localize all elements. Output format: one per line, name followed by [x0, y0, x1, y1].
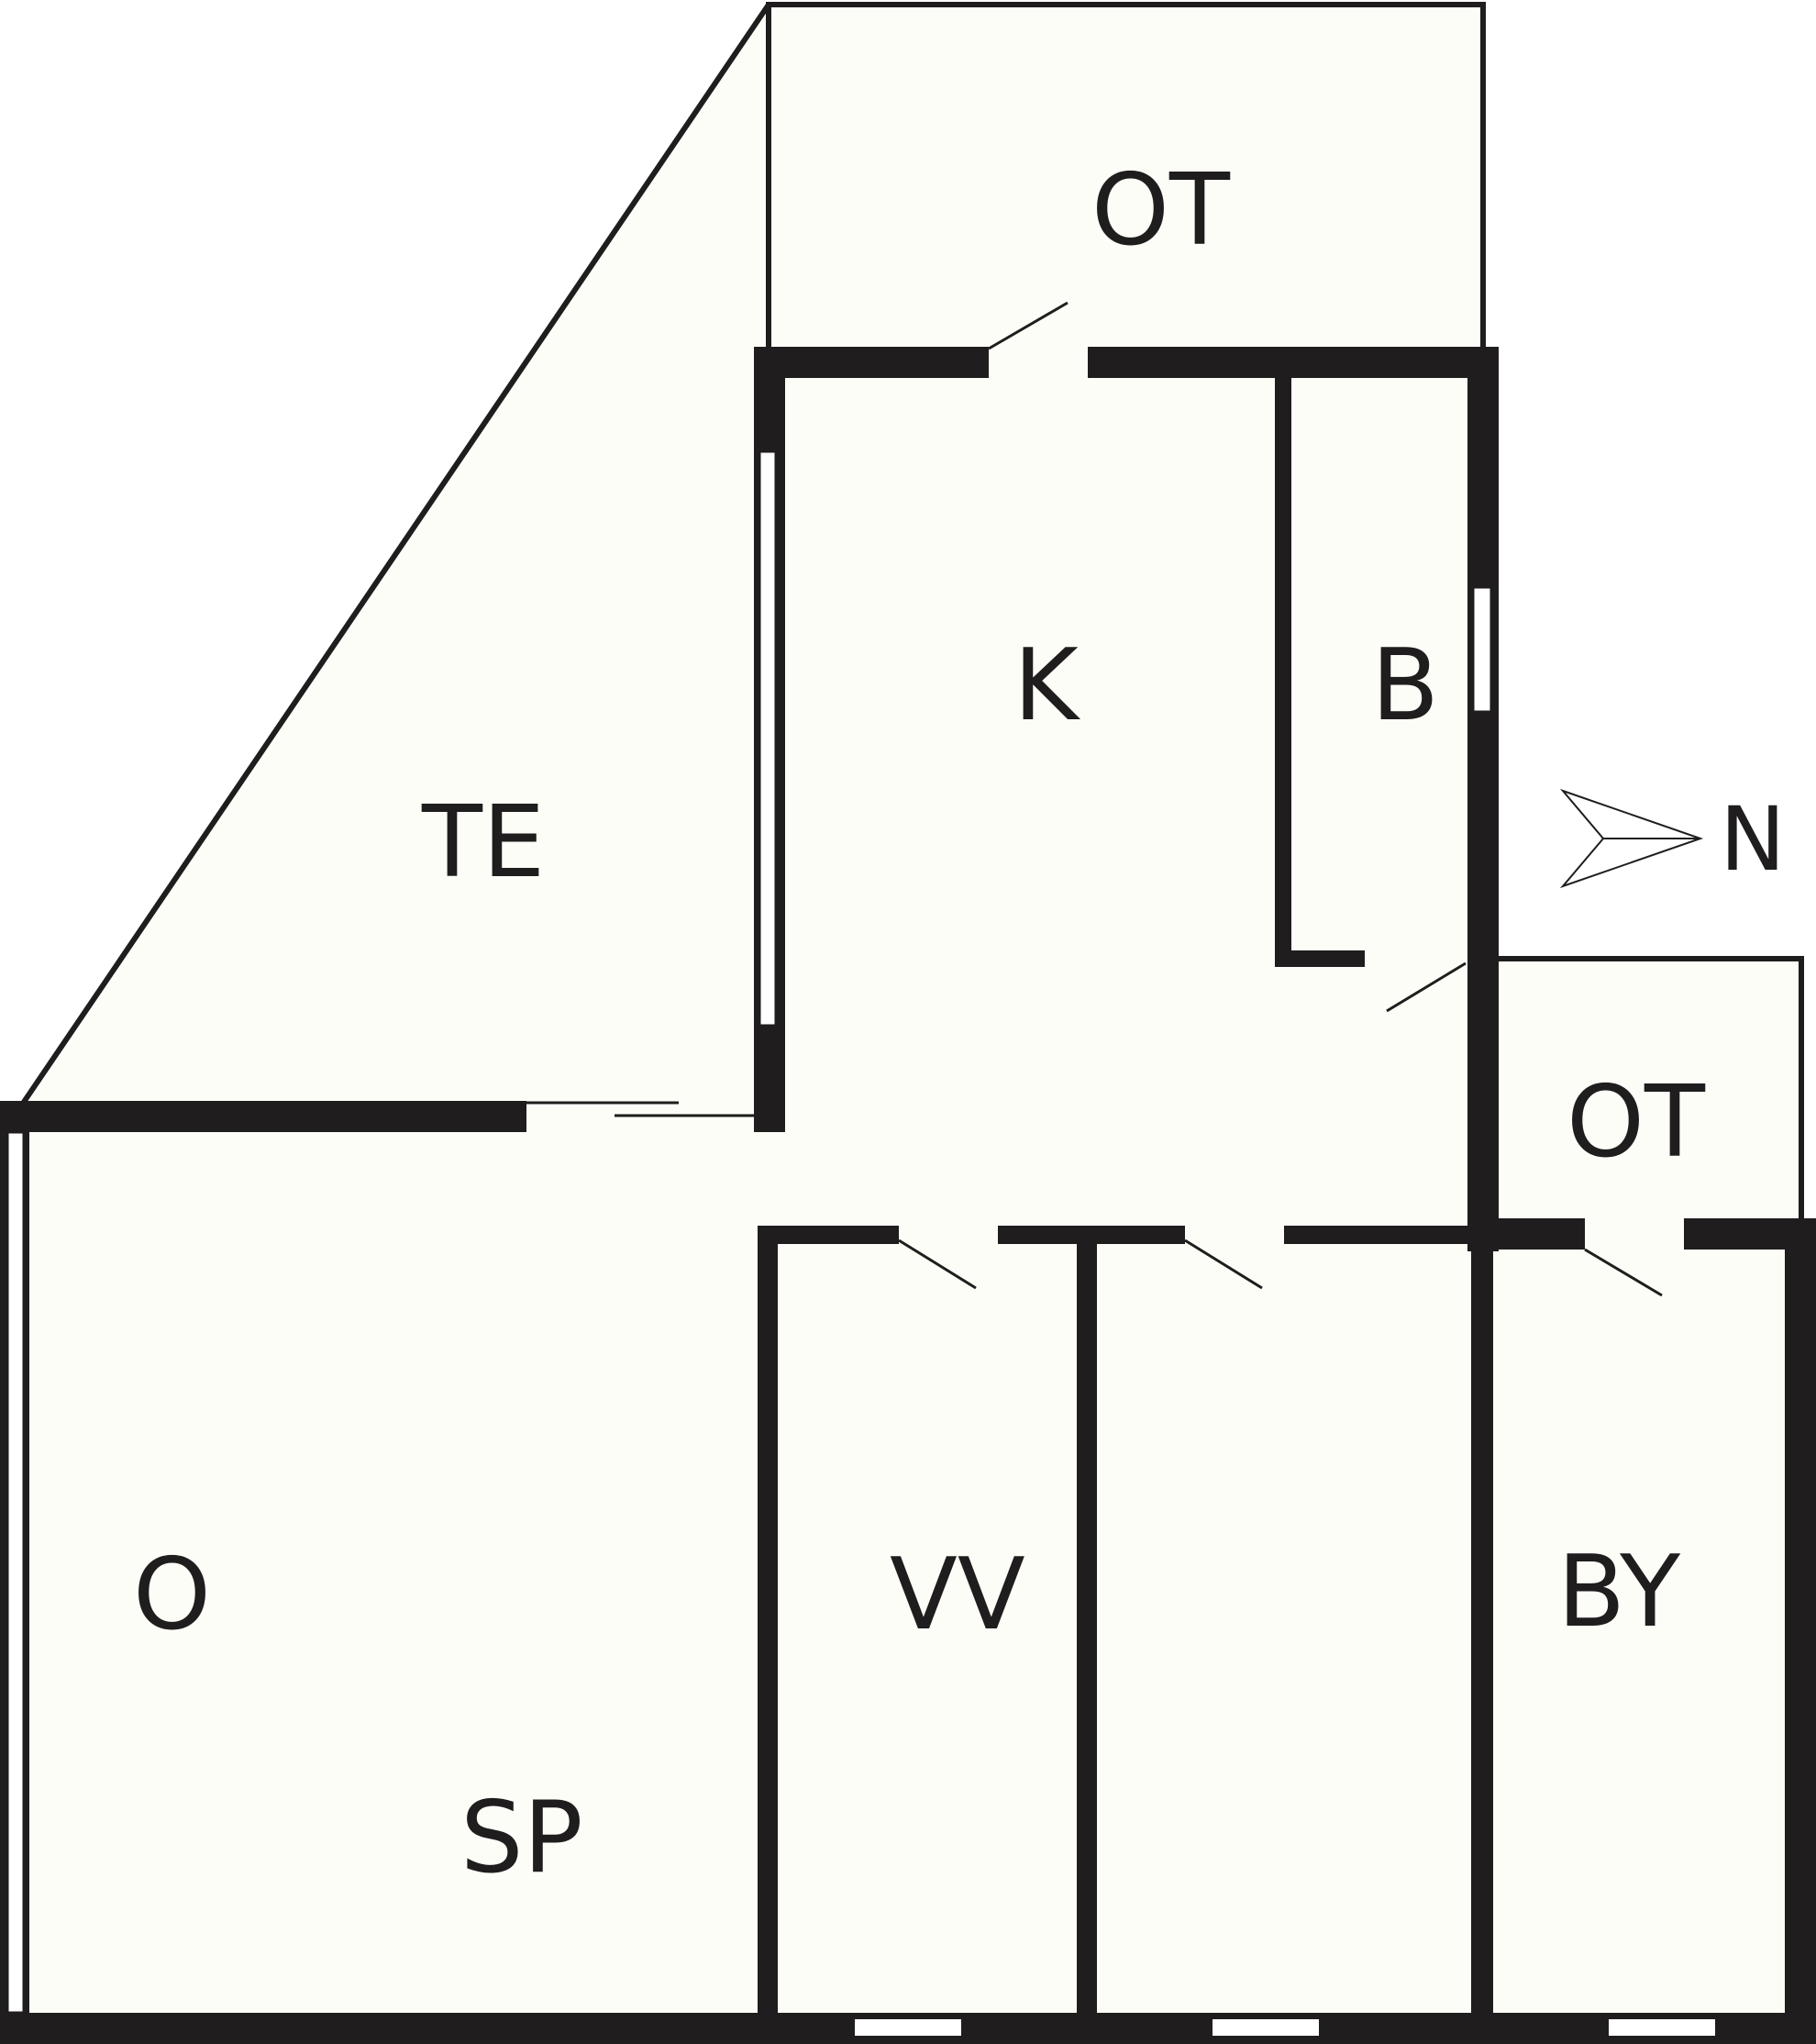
room-label-ot-top: OT	[1091, 153, 1231, 268]
window-b-east	[1471, 585, 1493, 714]
wall-vv-west	[758, 1226, 778, 2033]
window-living-west	[6, 1130, 26, 2015]
wall-room2-top	[1284, 1226, 1495, 1244]
windows	[6, 450, 1715, 2036]
door-room2	[1184, 1239, 1263, 1290]
sliding-door-terrace	[526, 1101, 754, 1117]
room-label-ot-right: OT	[1567, 1065, 1706, 1180]
door-ot-top	[988, 301, 1069, 350]
window-k-west	[758, 450, 778, 1028]
room-labels: OT K B TE OT O SP VV BY	[133, 153, 1706, 1895]
wall-by-east	[1785, 1220, 1816, 2044]
wall-b-west	[1275, 376, 1291, 965]
wall-by-top-a	[1471, 1218, 1585, 1250]
window-room2-bottom	[1213, 2019, 1319, 2036]
doors	[898, 301, 1663, 1297]
wall-top-left	[754, 347, 989, 378]
door-by	[1584, 1248, 1663, 1297]
ot-right-outline	[1493, 956, 1804, 1229]
room-label-vv: VV	[890, 1538, 1025, 1652]
wall-vv-east	[1077, 1226, 1097, 2033]
floor-main	[9, 350, 1798, 2032]
room-label-b: B	[1371, 628, 1439, 743]
floor-ot-right	[1493, 959, 1803, 1229]
window-vv-bottom	[855, 2019, 961, 2036]
ot-top-outline	[766, 2, 1486, 350]
door-b	[1386, 961, 1467, 1013]
wall-b-east	[1467, 347, 1499, 1251]
terrace-diagonal	[16, 3, 771, 1112]
wall-by-west	[1471, 1226, 1493, 2033]
room-label-o: O	[133, 1538, 211, 1652]
floor-ot-top	[769, 5, 1483, 350]
floor-fills	[9, 5, 1803, 2032]
room-label-by: BY	[1557, 1535, 1681, 1650]
door-vv	[898, 1239, 977, 1290]
window-by-bottom	[1609, 2019, 1715, 2036]
wall-b-bottom	[1275, 950, 1365, 967]
room-label-te: TE	[421, 785, 545, 900]
wall-living-top	[0, 1101, 526, 1132]
room-label-sp: SP	[460, 1781, 583, 1895]
north-arrow-icon	[1559, 788, 1704, 889]
north-label: N	[1720, 788, 1786, 891]
room-label-k: K	[1013, 628, 1081, 743]
thin-outlines	[16, 2, 1804, 1229]
wall-top-right	[1088, 347, 1499, 378]
wall-vv-top-a	[758, 1226, 899, 1244]
